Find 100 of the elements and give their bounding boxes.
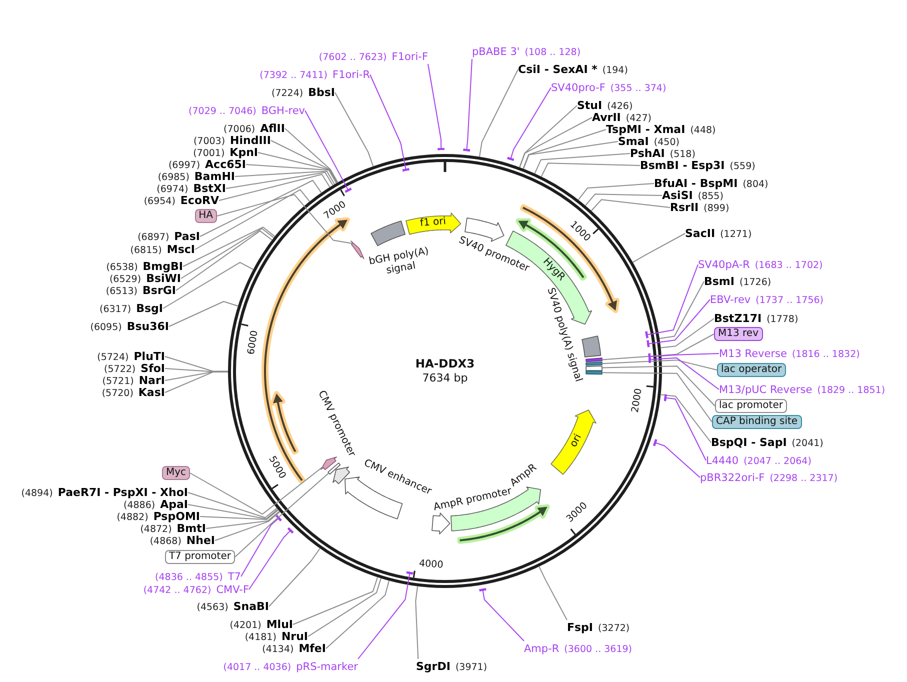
leader-line xyxy=(652,438,700,478)
primer-label: M13 Reverse (1816 .. 1832) xyxy=(719,346,860,361)
restriction-site-label: (6538) BmgBI xyxy=(106,259,183,274)
leader-line xyxy=(601,334,714,360)
restriction-site-label: PshAI (518) xyxy=(630,146,696,161)
restriction-site-label: BsmI (1726) xyxy=(704,274,772,289)
leader-line xyxy=(308,578,382,637)
restriction-site-label: (7003) HindIII xyxy=(193,133,271,148)
primer-label: (4836 .. 4855) T7 xyxy=(155,569,241,584)
primer-label: M13/pUC Reverse (1829 .. 1851) xyxy=(719,382,886,397)
feature-tag: lac operator xyxy=(717,363,786,377)
restriction-site-label: AsiSI (855) xyxy=(662,188,724,203)
leader-line xyxy=(218,174,330,201)
scale-label: 4000 xyxy=(418,558,444,571)
leader-line xyxy=(479,588,524,642)
leader-line xyxy=(358,571,414,660)
leader-line xyxy=(538,566,568,620)
primer-label: pBABE 3' (108 .. 128) xyxy=(472,44,581,59)
restriction-site-label: (4872) BmtI xyxy=(140,521,206,536)
restriction-site-label: TspMI - XmaI (448) xyxy=(606,122,716,137)
restriction-site-label: BsmBI - Esp3I (559) xyxy=(640,158,756,173)
leader-line xyxy=(234,472,330,558)
leader-line xyxy=(578,183,654,200)
restriction-site-label: (6897) PasI xyxy=(138,229,200,244)
leader-line xyxy=(234,170,336,185)
primer-label: SV40pA-R (1683 .. 1702) xyxy=(698,257,823,272)
leader-line xyxy=(664,394,706,461)
leader-line xyxy=(292,576,378,625)
leader-line xyxy=(164,356,228,372)
restriction-site-label: (6095) Bsu36I xyxy=(90,319,169,334)
leader-line xyxy=(590,199,670,212)
feature-tag: CAP binding site xyxy=(712,415,802,429)
leader-line xyxy=(415,586,419,660)
leader-line xyxy=(206,510,280,529)
restriction-site-label: (4886) ApaI xyxy=(124,497,188,512)
leader-line xyxy=(164,371,228,381)
restriction-site-label: (4894) PaeR7I - PspXI - XhoI xyxy=(21,485,188,500)
restriction-site-label: AvrII (427) xyxy=(592,110,652,125)
primer-label: Amp-R (3600 .. 3619) xyxy=(524,641,632,656)
feature-tag: M13 rev xyxy=(714,327,762,341)
feature-block xyxy=(550,408,598,475)
primer-label: (4017 .. 4036) pRS-marker xyxy=(223,659,358,674)
leader-line xyxy=(370,74,410,172)
restriction-site-label: (5722) SfoI xyxy=(104,361,165,376)
restriction-site-label: (7001) KpnI xyxy=(193,145,258,160)
leader-line xyxy=(644,264,698,338)
leader-line xyxy=(519,105,578,168)
leader-line xyxy=(194,189,310,250)
restriction-site-label: SgrDI (3971) xyxy=(416,659,488,674)
leader-line xyxy=(304,110,352,193)
scale-label: 6000 xyxy=(246,330,260,356)
feature-block xyxy=(405,212,462,236)
leader-line xyxy=(216,194,354,244)
restriction-site-label: (6954) EcoRV xyxy=(144,193,219,208)
leader-line xyxy=(519,117,592,168)
restriction-site-label: (4868) NheI xyxy=(150,533,215,548)
plasmid-name: HA-DDX3 xyxy=(415,358,475,370)
leader-line xyxy=(326,580,390,649)
leader-line xyxy=(632,233,686,263)
primer-label: SV40pro-F (355 .. 374) xyxy=(551,80,666,95)
primer-label: (4742 .. 4762) CMV-F xyxy=(143,582,249,597)
leader-line xyxy=(226,172,334,189)
leader-line xyxy=(284,128,338,183)
leader-line xyxy=(463,58,472,152)
primer-label: (7602 .. 7623) F1ori-F xyxy=(318,49,428,64)
restriction-site-label: (6985) BamHI xyxy=(158,169,235,184)
leader-line xyxy=(522,129,606,170)
restriction-site-label: (4201) MluI xyxy=(230,617,293,632)
restriction-site-label: StuI (426) xyxy=(577,98,633,113)
feature-block xyxy=(431,512,452,535)
restriction-site-label: RsrII (899) xyxy=(670,200,730,215)
feature-block xyxy=(584,364,603,371)
feature-label: ori xyxy=(568,432,585,450)
leader-line xyxy=(601,360,718,370)
primer-label: EBV-rev (1737 .. 1756) xyxy=(710,292,824,307)
restriction-site-label: (6513) BsrGI xyxy=(106,283,176,298)
feature-tag: lac promoter xyxy=(715,399,787,413)
leader-line xyxy=(646,299,710,348)
restriction-site-label: (6997) Acc65I xyxy=(168,157,246,172)
feature-block xyxy=(350,240,366,260)
leader-line xyxy=(660,318,714,348)
leader-line xyxy=(602,372,712,422)
restriction-site-label: CsiI - SexAI * (194) xyxy=(518,62,628,77)
leader-line xyxy=(188,492,278,518)
leader-line xyxy=(190,466,324,515)
leader-line xyxy=(523,141,618,170)
feature-tag: HA xyxy=(194,209,217,223)
restriction-site-label: (4134) MfeI xyxy=(262,641,326,656)
leader-line xyxy=(584,194,662,206)
leader-line xyxy=(506,87,552,162)
restriction-site-label: BspQI - SapI (2041) xyxy=(711,435,824,450)
leader-line xyxy=(248,527,294,590)
primer-label: (7392 .. 7411) F1ori-R xyxy=(260,67,370,82)
leader-line xyxy=(214,511,280,541)
feature-block xyxy=(584,370,603,376)
feature-block xyxy=(326,462,341,476)
restriction-site-label: (6815) MscI xyxy=(130,242,195,257)
leader-line xyxy=(200,180,322,237)
scale-label: 2000 xyxy=(630,388,644,414)
restriction-site-label: (6317) BsgI xyxy=(100,301,163,316)
